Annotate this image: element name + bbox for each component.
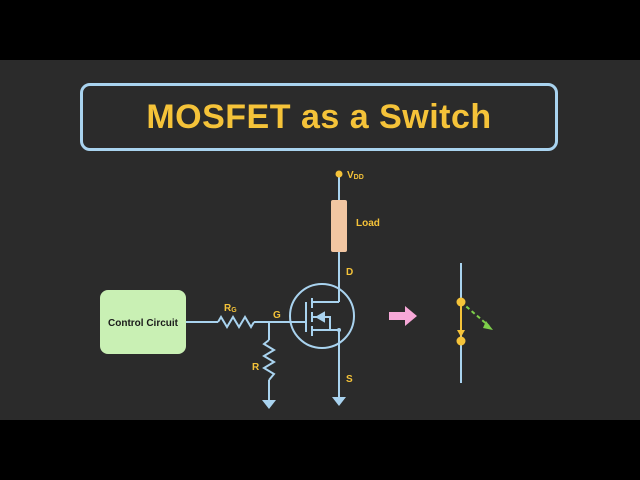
gate-label: G (273, 310, 281, 321)
drain-label: D (346, 267, 353, 278)
title-banner: MOSFET as a Switch (80, 83, 558, 151)
right-arrow-icon (389, 306, 417, 326)
load-resistor (331, 200, 347, 252)
switch-bottom-contact (456, 336, 466, 346)
resistor-rg (217, 315, 255, 329)
source-label: S (346, 374, 353, 385)
circuit-diagram: Control Circuit VDD Load D G S RG R (100, 170, 493, 409)
switch-top-contact (456, 297, 466, 307)
control-circuit-box (100, 290, 186, 354)
diagram-canvas: MOSFET as a Switch (0, 60, 640, 420)
r-label: R (252, 362, 260, 373)
ground-arrow-r (262, 400, 276, 409)
vdd-label: VDD (347, 170, 364, 181)
wires (186, 174, 462, 400)
source-junction (337, 328, 341, 332)
switch-closed-arrowhead (457, 330, 465, 337)
ground-arrow-source (332, 397, 346, 406)
mosfet-circle (289, 283, 355, 349)
load-label: Load (356, 218, 380, 229)
switch-open-arrowhead (483, 321, 493, 330)
switch-open-dashed (460, 301, 490, 327)
resistor-r (262, 339, 276, 381)
rg-label: RG (224, 303, 237, 314)
control-circuit-label: Control Circuit (108, 318, 179, 329)
mosfet-symbol (289, 283, 355, 349)
vdd-node (335, 170, 343, 178)
page-title: MOSFET as a Switch (146, 97, 492, 136)
